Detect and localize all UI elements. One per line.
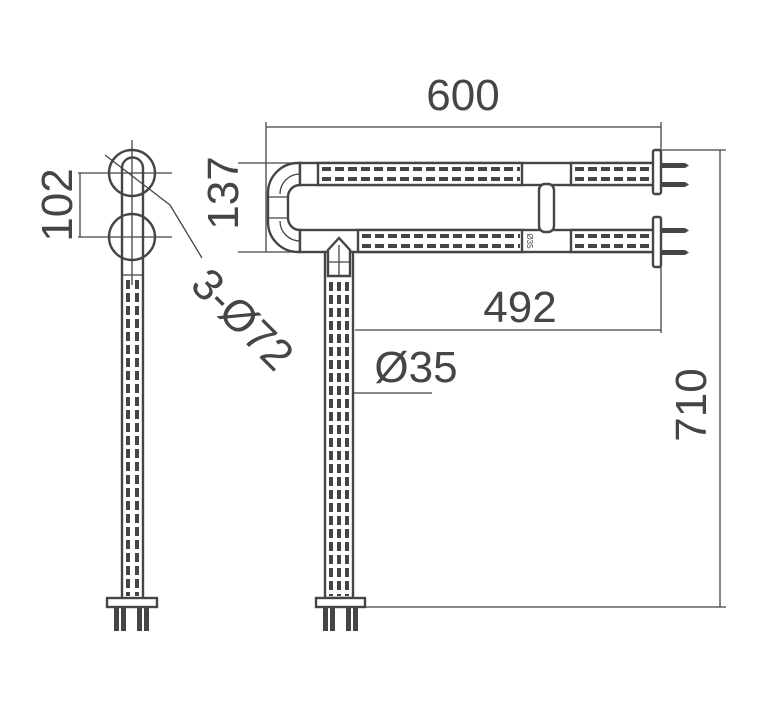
flange-leader-2 bbox=[169, 204, 203, 259]
wall-screws bbox=[661, 163, 689, 255]
leg-screws bbox=[323, 607, 358, 631]
side-flange-top bbox=[107, 148, 157, 198]
side-leg-tube bbox=[120, 156, 145, 598]
wall-flange-bottom bbox=[651, 215, 663, 269]
top-rail-grip-1 bbox=[316, 161, 524, 187]
dim-137-label: 137 bbox=[199, 156, 248, 229]
dim-600-label: 600 bbox=[426, 71, 499, 120]
dim-492-label: 492 bbox=[483, 283, 556, 332]
u-bend-inner-line bbox=[279, 173, 301, 242]
side-view: 102 3-Ø72 bbox=[33, 140, 303, 631]
top-rail-grip-2 bbox=[569, 161, 657, 187]
dim-102-label: 102 bbox=[33, 168, 82, 241]
u-bend bbox=[266, 161, 302, 254]
bottom-rail-grip-2 bbox=[569, 228, 657, 254]
side-flange-bottom bbox=[107, 212, 157, 262]
bottom-rail-grip-1 bbox=[356, 228, 524, 254]
wall-flange-top bbox=[651, 148, 663, 196]
rail-coupling bbox=[537, 182, 556, 234]
leg-base-plate bbox=[314, 596, 367, 609]
side-base-plate bbox=[105, 596, 159, 609]
dim-710-label: 710 bbox=[667, 368, 716, 441]
dim-flange-label: 3-Ø72 bbox=[182, 259, 303, 380]
side-screws bbox=[114, 607, 149, 631]
dim-diameter-label: Ø35 bbox=[374, 343, 457, 392]
flange-leader-1 bbox=[104, 154, 171, 206]
front-view: 600 137 Ø35 bbox=[199, 71, 726, 631]
tube-marking: Ø35 bbox=[525, 233, 534, 249]
